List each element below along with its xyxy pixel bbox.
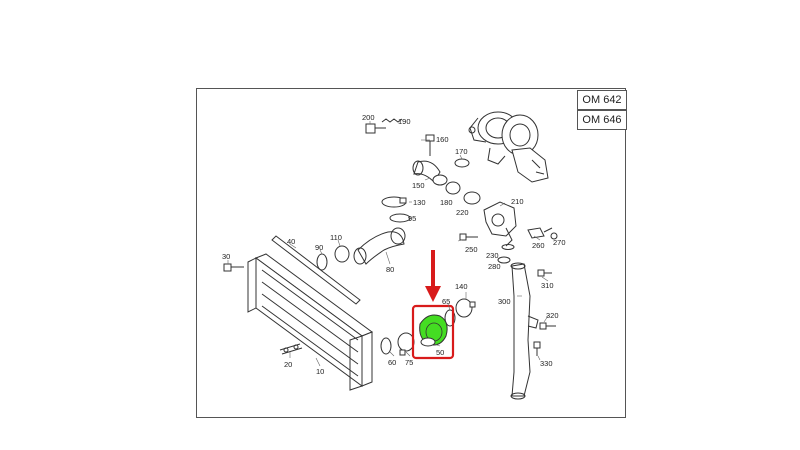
part-280-ring: [497, 256, 511, 264]
label-110: 110: [330, 233, 342, 242]
label-20: 20: [284, 360, 292, 369]
label-10: 10: [316, 367, 324, 376]
part-30-bolt: [223, 263, 244, 272]
part-40-rod: [271, 235, 361, 305]
part-10-intercooler: [247, 253, 374, 391]
part-130-clamp: [381, 196, 407, 208]
part-labels: 200 190 160 170 150 180 220 130 95 210 2…: [222, 113, 566, 376]
label-90: 90: [315, 243, 323, 252]
part-200-bolt: [365, 123, 386, 134]
label-250: 250: [465, 245, 478, 254]
label-65: 65: [442, 297, 450, 306]
leader-lines: [227, 121, 549, 367]
part-300-pipe: [510, 262, 539, 400]
part-250-bolt: [459, 233, 478, 241]
label-190: 190: [398, 117, 411, 126]
part-60-ring: [380, 337, 392, 355]
part-50-hose-highlighted[interactable]: [419, 314, 448, 347]
label-150: 150: [412, 181, 425, 190]
part-80-hose: [353, 227, 406, 265]
part-330-bolt: [533, 341, 541, 356]
engine-code-om642: OM 642: [577, 90, 627, 110]
part-320-bolt: [539, 322, 556, 330]
label-160: 160: [436, 135, 449, 144]
turbocharger: [468, 111, 549, 183]
part-180-clamp: [445, 181, 461, 195]
label-180: 180: [440, 198, 453, 207]
label-330: 330: [540, 359, 553, 368]
label-260: 260: [532, 241, 545, 250]
part-260-sensor: [527, 227, 553, 239]
label-270: 270: [553, 238, 566, 247]
part-75-clamp: [397, 332, 415, 356]
highlight-arrow: [425, 250, 441, 302]
part-160-bolt: [425, 134, 435, 156]
label-95: 95: [408, 214, 416, 223]
part-170-oring: [454, 158, 470, 168]
label-30: 30: [222, 252, 230, 261]
part-310-bolt: [537, 269, 552, 277]
label-310: 310: [541, 281, 554, 290]
label-140: 140: [455, 282, 468, 291]
part-270-bolt: [550, 232, 558, 240]
label-80: 80: [386, 265, 394, 274]
part-110-clamp: [334, 245, 350, 263]
label-300: 300: [498, 297, 511, 306]
diagram-frame: [196, 88, 626, 418]
highlight-box: [411, 304, 455, 360]
part-90-ring: [316, 253, 328, 271]
part-210-housing: [483, 201, 517, 247]
engine-code-om646: OM 646: [577, 110, 627, 130]
label-210: 210: [511, 197, 524, 206]
label-200: 200: [362, 113, 375, 122]
label-50: 50: [436, 348, 444, 357]
label-280: 280: [488, 262, 501, 271]
part-140-clamp: [455, 298, 476, 318]
label-40: 40: [287, 237, 295, 246]
label-220: 220: [456, 208, 469, 217]
part-95-ring: [389, 213, 411, 223]
label-230: 230: [486, 251, 499, 260]
part-220-clamp: [463, 191, 481, 205]
label-170: 170: [455, 147, 468, 156]
label-130: 130: [413, 198, 426, 207]
label-320: 320: [546, 311, 559, 320]
part-190-pin: [381, 118, 403, 123]
part-20-bracket: [279, 343, 303, 355]
part-150-elbow: [412, 160, 448, 186]
label-75: 75: [405, 358, 413, 367]
part-230-ring: [501, 244, 515, 250]
label-60: 60: [388, 358, 396, 367]
